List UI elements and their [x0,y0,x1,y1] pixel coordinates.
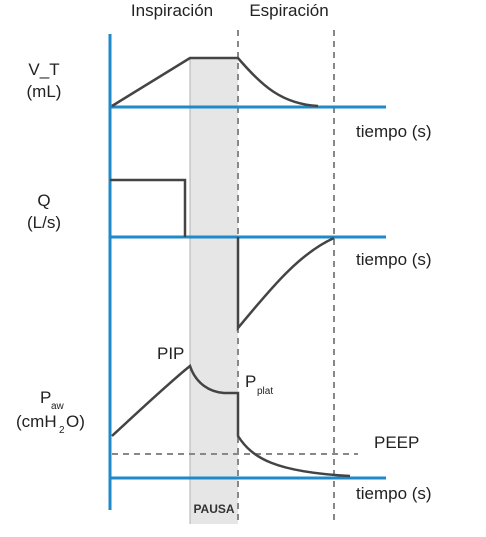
pip-label: PIP [157,344,184,363]
pressure-label: P [40,388,51,407]
pressure-unit-pre: (cmH [16,412,57,431]
expiration-label: Espiración [249,1,328,20]
flow-expiration-curve [236,236,335,332]
flow-label: Q [37,191,50,210]
pause-band [190,58,238,524]
pressure-unit-post: O) [66,412,85,431]
flow-inspiration-curve [110,178,187,237]
pressure-label-sub: aw [51,401,65,412]
peep-label: PEEP [374,433,419,452]
flow-axis-label: tiempo (s) [356,250,432,269]
pressure-unit-sub: 2 [59,425,65,436]
volume-axis-label: tiempo (s) [356,122,432,141]
pause-label: PAUSA [193,502,234,516]
inspiration-label: Inspiración [131,1,213,20]
pplat-label-sub: plat [257,386,273,397]
pressure-axis-label: tiempo (s) [356,484,432,503]
flow-unit: (L/s) [27,213,61,232]
pplat-label: P [245,372,256,391]
volume-unit: (mL) [27,82,62,101]
volume-label: V_T [28,60,59,79]
volume-curve [111,56,319,108]
pressure-curve [111,363,351,478]
